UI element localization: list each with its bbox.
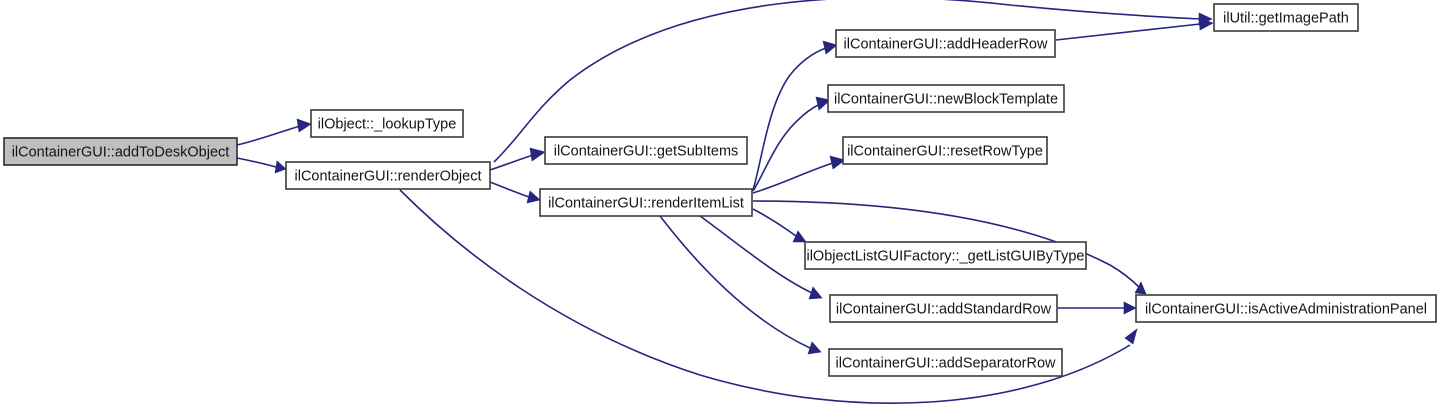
node-label-addStandardRow: ilContainerGUI::addStandardRow	[836, 301, 1052, 317]
node-layer: ilContainerGUI::addToDeskObject ilObject:…	[3, 3, 1437, 377]
edge-renderObject-getSubItems	[489, 154, 534, 171]
edge-renderItemList-addHeaderRow	[752, 47, 827, 191]
arrowhead-newBlockTemplate	[815, 96, 831, 111]
node-box-getListGUIByType[interactable]	[804, 241, 1087, 270]
edge-renderItemList-addStandardRow	[699, 215, 813, 294]
arrowhead-addHeaderRow	[822, 40, 838, 55]
node-box-addStandardRow[interactable]	[829, 294, 1058, 323]
node-box-lookupType[interactable]	[310, 109, 464, 138]
node-getImagePath[interactable]: ilUtil::getImagePath	[1213, 3, 1359, 32]
node-isActiveAdministrationPanel[interactable]: ilContainerGUI::isActiveAdministrationPa…	[1135, 294, 1437, 323]
node-box-resetRowType[interactable]	[842, 136, 1048, 165]
node-renderItemList[interactable]: ilContainerGUI::renderItemList	[539, 188, 753, 217]
node-box-getImagePath[interactable]	[1213, 3, 1359, 32]
node-box-renderItemList[interactable]	[539, 188, 753, 217]
node-label-getListGUIByType: ilObjectListGUIFactory::_getListGUIByTyp…	[806, 248, 1084, 264]
edge-renderItemList-isActiveAdmin	[752, 200, 1141, 289]
node-label-addSeparatorRow: ilContainerGUI::addSeparatorRow	[835, 355, 1056, 371]
node-addStandardRow[interactable]: ilContainerGUI::addStandardRow	[829, 294, 1058, 323]
edge-addHeaderRow-getImagePath	[1055, 23, 1201, 41]
node-lookupType[interactable]: ilObject::_lookupType	[310, 109, 464, 138]
edge-addToDeskObject-lookupType	[236, 125, 301, 146]
node-label-getImagePath: ilUtil::getImagePath	[1223, 10, 1349, 26]
node-label-newBlockTemplate: ilContainerGUI::newBlockTemplate	[834, 91, 1058, 107]
arrowhead-addStandardRow	[808, 286, 823, 300]
node-label-isActiveAdministrationPanel: ilContainerGUI::isActiveAdministrationPa…	[1145, 301, 1427, 317]
edge-renderItemList-addSeparatorRow	[659, 215, 811, 349]
arrowhead-resetRowType	[829, 155, 846, 170]
edge-addToDeskObject-renderObject	[236, 157, 277, 168]
node-box-isActiveAdministrationPanel[interactable]	[1135, 294, 1437, 323]
node-box-getSubItems[interactable]	[544, 136, 748, 165]
edge-layer	[236, 0, 1214, 405]
node-renderObject[interactable]: ilContainerGUI::renderObject	[285, 161, 491, 190]
edge-renderItemList-newBlockTemplate	[752, 103, 821, 192]
arrowhead-getListGUIByType	[792, 230, 807, 243]
arrowhead-getImagePath-from-addHeaderRow	[1198, 17, 1214, 31]
node-box-addSeparatorRow[interactable]	[828, 348, 1063, 377]
edge-renderItemList-getListGUIByType	[752, 208, 797, 237]
arrowhead-isActiveAdmin-from-renderObject	[1124, 328, 1138, 345]
node-box-addHeaderRow[interactable]	[835, 29, 1056, 58]
node-addToDeskObject[interactable]: ilContainerGUI::addToDeskObject	[3, 137, 238, 166]
arrowhead-lookupType	[296, 118, 312, 133]
node-box-newBlockTemplate[interactable]	[827, 84, 1065, 113]
node-box-renderObject[interactable]	[285, 161, 491, 190]
arrowhead-getSubItems	[529, 147, 546, 162]
arrowhead-isActiveAdmin-from-addStandardRow	[1123, 301, 1137, 315]
node-box-addToDeskObject[interactable]	[3, 137, 238, 166]
node-label-getSubItems: ilContainerGUI::getSubItems	[554, 143, 739, 159]
arrowhead-addSeparatorRow	[807, 341, 822, 355]
node-getSubItems[interactable]: ilContainerGUI::getSubItems	[544, 136, 748, 165]
node-addSeparatorRow[interactable]: ilContainerGUI::addSeparatorRow	[828, 348, 1063, 377]
arrowhead-isActiveAdmin-from-renderItemList	[1134, 281, 1147, 295]
edge-renderItemList-resetRowType	[752, 162, 834, 194]
node-getListGUIByType[interactable]: ilObjectListGUIFactory::_getListGUIByTyp…	[804, 241, 1087, 270]
node-label-addHeaderRow: ilContainerGUI::addHeaderRow	[844, 36, 1048, 52]
node-label-resetRowType: ilContainerGUI::resetRowType	[847, 143, 1043, 159]
edge-renderObject-renderItemList	[489, 181, 530, 198]
node-label-renderObject: ilContainerGUI::renderObject	[295, 168, 482, 184]
node-addHeaderRow[interactable]: ilContainerGUI::addHeaderRow	[835, 29, 1056, 58]
node-label-lookupType: ilObject::_lookupType	[318, 116, 457, 132]
edge-renderObject-isActiveAdministrationPanel	[399, 189, 1131, 405]
node-newBlockTemplate[interactable]: ilContainerGUI::newBlockTemplate	[827, 84, 1065, 113]
arrowhead-renderItemList	[526, 190, 541, 204]
node-label-addToDeskObject: ilContainerGUI::addToDeskObject	[12, 144, 230, 160]
arrowhead-renderObject	[274, 160, 287, 174]
node-resetRowType[interactable]: ilContainerGUI::resetRowType	[842, 136, 1048, 165]
edge-renderObject-getImagePath	[493, 0, 1201, 163]
node-label-renderItemList: ilContainerGUI::renderItemList	[548, 195, 744, 211]
